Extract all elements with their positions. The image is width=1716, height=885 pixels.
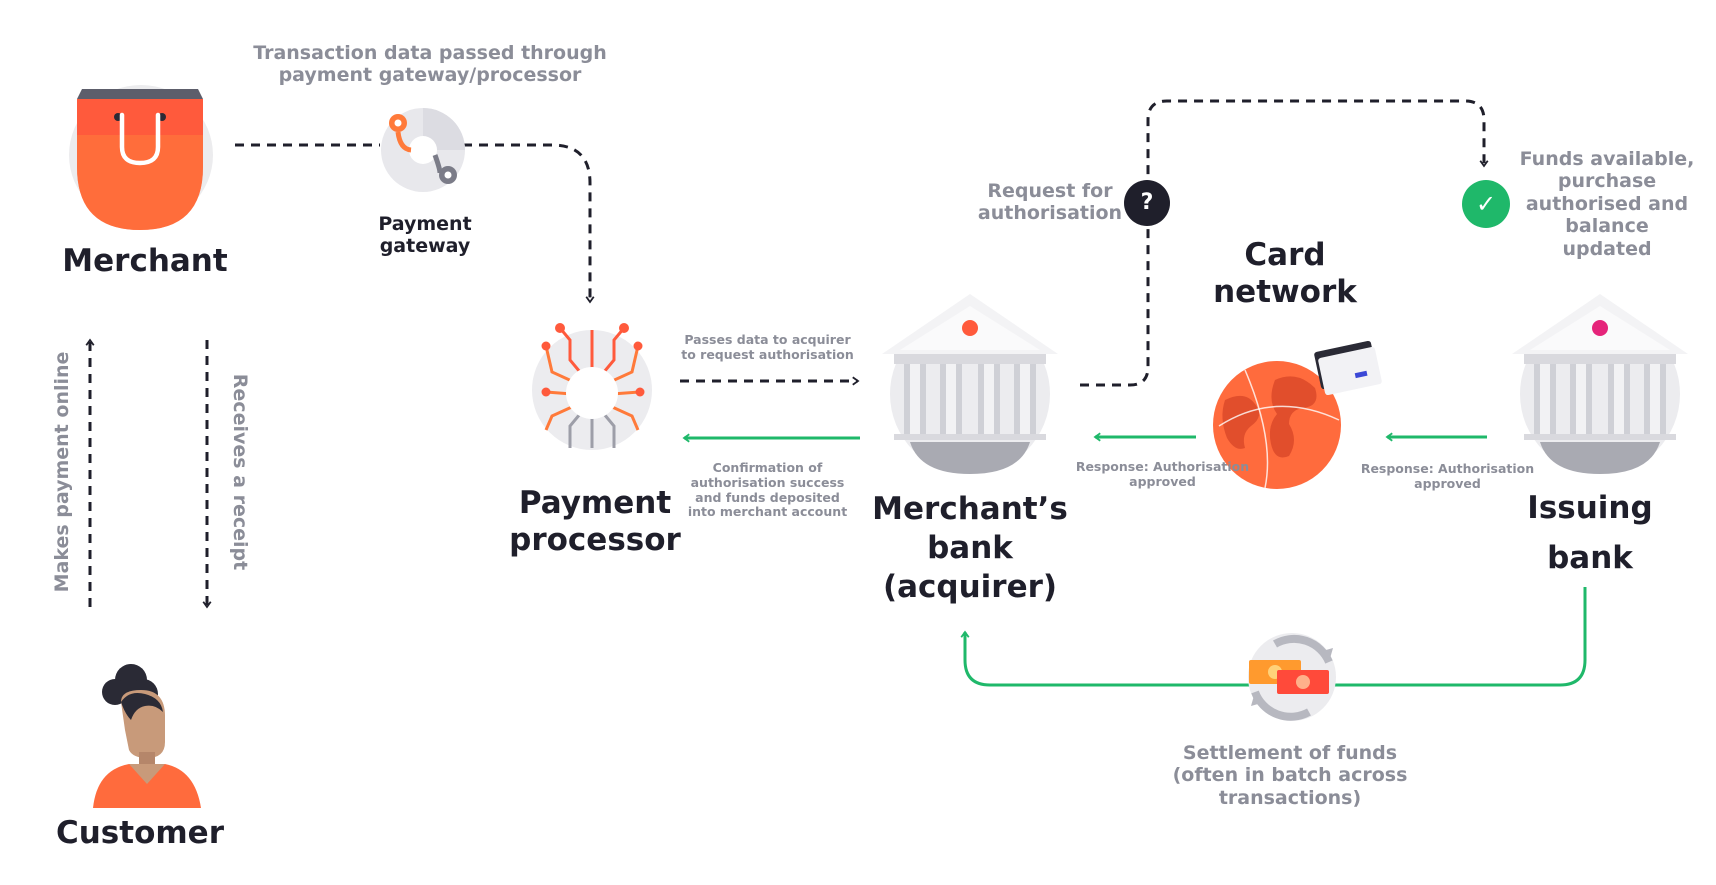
check-badge: ✓ (1462, 180, 1510, 228)
question-badge: ? (1124, 180, 1170, 226)
passes-data-label: Passes data to acquirer to request autho… (681, 332, 854, 362)
transaction-data-label: Transaction data passed through payment … (253, 42, 607, 87)
customer-label: Customer (55, 815, 224, 851)
card-network-label: Card network (1213, 237, 1357, 311)
settlement-money-icon (1248, 633, 1336, 721)
customer-avatar (93, 664, 201, 808)
globe-card-icon (1213, 340, 1382, 489)
payment-gateway-label: Payment gateway (378, 213, 472, 258)
gateway-to-processor-arrow (463, 143, 595, 304)
settlement-label: Settlement of funds (often in batch acro… (1172, 742, 1408, 809)
shopping-bag-icon (69, 85, 213, 230)
merchants-bank-label: Merchant’s bank (acquirer) (872, 491, 1068, 605)
funds-available-label: Funds available, purchase authorised and… (1519, 148, 1695, 260)
merchant-label: Merchant (62, 243, 228, 279)
response-network-label: Response: Authorisation approved (1075, 459, 1250, 489)
issuing-bank-label-2: bank (1547, 540, 1633, 576)
request-authorisation-label: Request for authorisation (977, 180, 1123, 225)
gateway-icon (381, 108, 465, 192)
confirmation-label: Confirmation of authorisation success an… (687, 460, 848, 520)
acquirer-bank-icon (882, 294, 1058, 474)
receives-receipt-label: Receives a receipt (229, 373, 251, 571)
issuing-bank-icon (1512, 294, 1688, 474)
processor-chip-icon (532, 323, 652, 450)
payment-processor-label: Payment processor (509, 485, 681, 558)
issuing-bank-label-1: Issuing (1527, 490, 1653, 526)
makes-payment-label: Makes payment online (51, 351, 73, 593)
authorisation-request-path (1080, 99, 1489, 387)
response-issuer-label: Response: Authorisation approved (1360, 461, 1535, 491)
